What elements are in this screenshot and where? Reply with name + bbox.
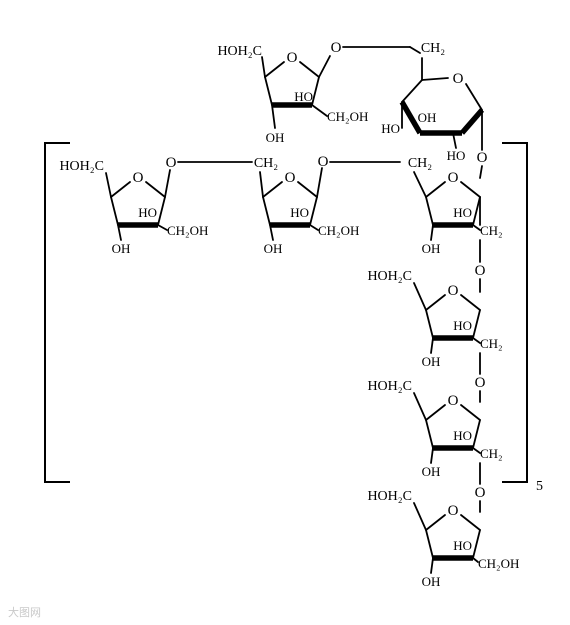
oh-label: OH	[266, 130, 285, 145]
ch2oh-label: CH₂OH	[167, 223, 208, 238]
ho-label: HO	[453, 538, 472, 553]
bracket-left-fructofuranose-unit: O HOH₂C OH HO CH₂OH	[59, 159, 208, 256]
ho-label: HO	[447, 148, 466, 163]
glucose-c6-label: CH₂	[421, 41, 445, 56]
ho-label: HO	[294, 89, 313, 104]
ring-oxygen-label: O	[448, 393, 459, 409]
ring-oxygen-label: O	[448, 503, 459, 519]
ring-oxygen-label: O	[133, 170, 144, 186]
bracket-middle-fructofuranose-unit: O OH HO CH₂OH	[259, 167, 359, 256]
main-chain-fructofuranose-1: O OH HO CH₂	[413, 170, 503, 256]
repeat-count-label: 5	[536, 479, 543, 494]
glycosidic-oxygen-label: O	[318, 154, 329, 170]
oh-label: OH	[422, 354, 441, 369]
glycosidic-oxygen-label: O	[166, 155, 177, 171]
oh-label: OH	[422, 241, 441, 256]
ho-label: HO	[290, 205, 309, 220]
hoh2c-label: HOH₂C	[367, 269, 412, 284]
ch2-label: CH₂	[480, 446, 503, 461]
glucopyranose-unit: O HO OH HO	[381, 57, 485, 163]
ch2-label: CH₂	[480, 223, 503, 238]
oh-label: OH	[418, 110, 437, 125]
ring-oxygen-label: O	[285, 170, 296, 186]
oh-label: OH	[422, 464, 441, 479]
left-bracket	[44, 142, 70, 483]
right-bracket	[502, 142, 528, 483]
ring-oxygen-label: O	[287, 50, 298, 66]
glycosidic-oxygen-label: O	[475, 375, 486, 391]
hoh2c-label: HOH₂C	[59, 159, 104, 174]
hoh2c-label: HOH₂C	[367, 379, 412, 394]
ho-label: HO	[453, 205, 472, 220]
main-chain-fructofuranose-2: O HOH₂C OH HO CH₂	[367, 269, 502, 369]
main-chain-fructofuranose-3: O HOH₂C OH HO CH₂	[367, 379, 502, 479]
glycosidic-oxygen-label: O	[477, 150, 488, 166]
hoh2c-label: HOH₂C	[217, 44, 262, 59]
glycosidic-oxygen-label: O	[331, 40, 342, 56]
glycosidic-oxygen-label: O	[475, 263, 486, 279]
ring-oxygen-label: O	[448, 170, 459, 186]
ch2-label: CH₂	[254, 156, 278, 171]
ch2-label: CH₂	[408, 156, 432, 171]
top-fructofuranose-unit: O HOH₂C OH HO CH₂OH	[217, 44, 368, 145]
ch2oh-label: CH₂OH	[318, 223, 359, 238]
oh-label: OH	[112, 241, 131, 256]
oh-label: OH	[422, 574, 441, 589]
ring-oxygen-label: O	[448, 283, 459, 299]
terminal-fructofuranose-unit: O HOH₂C OH HO CH₂OH	[367, 489, 519, 589]
watermark-text: 大图网	[8, 605, 41, 619]
ring-oxygen-label: O	[453, 71, 464, 87]
ch2-label: CH₂	[480, 336, 503, 351]
ch2oh-label: CH₂OH	[478, 556, 519, 571]
ho-label: HO	[453, 318, 472, 333]
oh-label: OH	[264, 241, 283, 256]
glycosidic-oxygen-label: O	[475, 485, 486, 501]
ho-label: HO	[453, 428, 472, 443]
ho-label: HO	[381, 121, 400, 136]
ho-label: HO	[138, 205, 157, 220]
ch2oh-label: CH₂OH	[327, 109, 368, 124]
hoh2c-label: HOH₂C	[367, 489, 412, 504]
